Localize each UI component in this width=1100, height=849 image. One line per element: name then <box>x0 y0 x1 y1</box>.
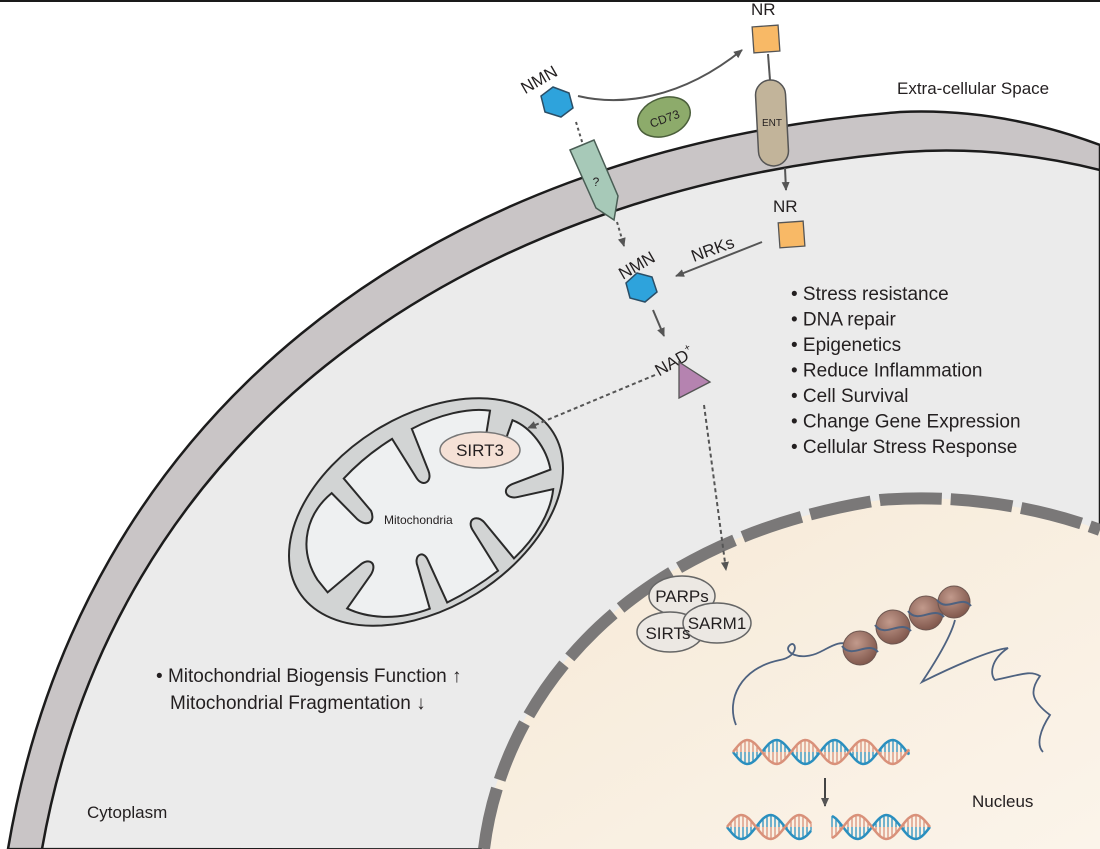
effect-item: • Cell Survival <box>791 386 909 407</box>
unknown-transporter: ? <box>569 139 619 222</box>
nmn-inside: NMN <box>615 248 658 303</box>
nucleosome <box>874 609 912 645</box>
extracellular-label: Extra-cellular Space <box>897 79 1049 98</box>
effect-item: • Change Gene Expression <box>791 412 1021 433</box>
sarm1-label: SARM1 <box>688 614 747 633</box>
nr-inside-label: NR <box>773 197 798 216</box>
nuclear-envelope <box>478 492 1100 849</box>
parps-label: PARPs <box>655 587 709 606</box>
cytoplasm-label: Cytoplasm <box>87 803 167 822</box>
nmn-dotted-line <box>575 121 584 146</box>
nr-outside-label: NR <box>751 0 776 19</box>
top-border <box>0 0 1100 2</box>
mito-effect-1-text: Mitochondrial Biogensis Function ↑ <box>168 666 462 687</box>
nad-triangle-icon <box>678 360 712 400</box>
transporter-to-nmn-arrow <box>616 221 626 247</box>
ent-to-nr-arrow <box>781 167 790 191</box>
nmn-to-nad-arrow <box>652 309 665 337</box>
mito-cristae <box>305 408 555 618</box>
nad-superscript: + <box>682 342 693 355</box>
nucleus-interior <box>482 498 1100 849</box>
sirt3-label: SIRT3 <box>456 441 504 460</box>
nr-inside-square-icon <box>777 220 806 249</box>
dna-strand <box>726 813 812 841</box>
dna-broken-helix <box>726 813 931 841</box>
effect-item: • Reduce Inflammation <box>791 361 982 382</box>
nucleus <box>478 492 1100 849</box>
nrks-arrow <box>675 241 763 277</box>
nucleus-label: Nucleus <box>972 792 1033 811</box>
mito-effect-1: • Mitochondrial Biogensis Function ↑ <box>156 666 462 687</box>
sarm1-ellipse <box>682 602 752 644</box>
dna-strand <box>732 738 910 766</box>
nucleosome <box>841 630 879 666</box>
effect-item: • DNA repair <box>791 310 897 331</box>
nmn-to-nr-arrow <box>577 49 743 101</box>
unknown-transporter-label: ? <box>593 175 600 189</box>
nucleosome <box>936 585 972 619</box>
ent-label: ENT <box>762 118 782 129</box>
sirt3-enzyme: SIRT3 <box>439 431 521 469</box>
nr-inside: NR <box>773 197 806 249</box>
chromatin-fiber <box>732 619 1052 753</box>
dna-strand <box>831 813 931 841</box>
nr-to-ent-line <box>767 53 771 81</box>
mitochondria-label: Mitochondria <box>384 513 453 527</box>
effects-list: • Stress resistance • DNA repair • Epigene… <box>791 284 1021 458</box>
chromatin <box>732 585 1052 753</box>
mito-effect-2: Mitochondrial Fragmentation ↓ <box>170 693 426 714</box>
effect-item: • Stress resistance <box>791 284 949 305</box>
ent-transporter: ENT <box>754 79 790 167</box>
dna-strand <box>831 813 931 841</box>
nr-square-icon <box>751 24 781 54</box>
nr-outside: NR <box>751 0 781 54</box>
dna-strand <box>726 813 812 841</box>
nmn-inside-hexagon-icon <box>625 272 658 303</box>
dna-double-helix <box>732 738 910 766</box>
effect-item: • Epigenetics <box>791 335 901 356</box>
nmn-outside: NMN <box>518 62 574 118</box>
nad-to-sirt3-arrow <box>527 374 656 429</box>
nmn-hexagon-icon <box>540 86 574 118</box>
sirts-label: SIRTs <box>645 624 690 643</box>
effect-item: • Cellular Stress Response <box>791 437 1017 458</box>
cd73-enzyme: CD73 <box>637 96 691 138</box>
nuclear-enzymes: PARPs SIRTs SARM1 <box>636 575 752 653</box>
